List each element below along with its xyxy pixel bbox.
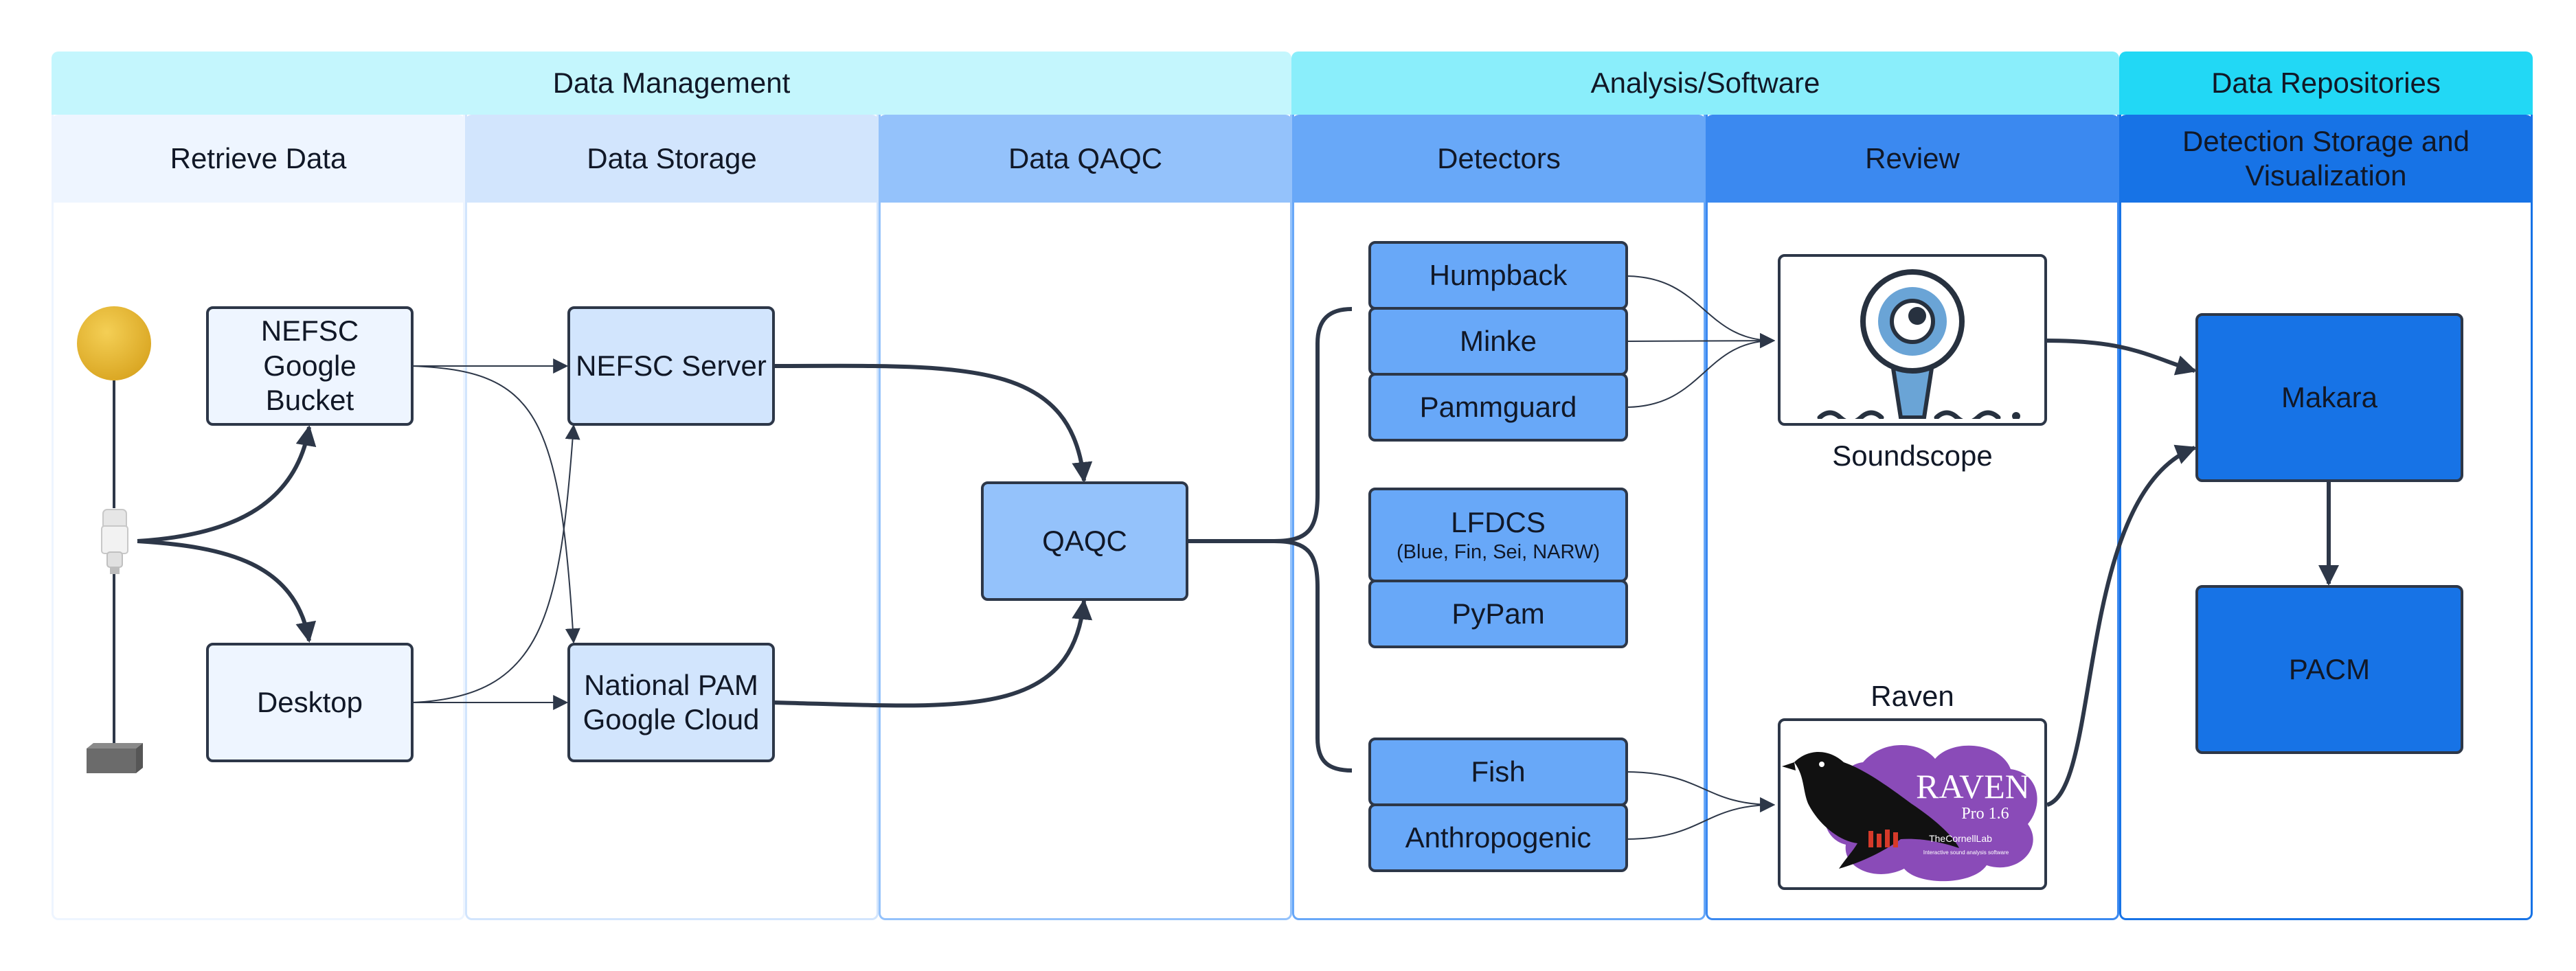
node-pammguard[interactable]: Pammguard [1368, 373, 1628, 442]
lane-data-storage-header: Data Storage [465, 115, 879, 203]
node-nefsc-server[interactable]: NEFSC Server [567, 306, 775, 426]
lane-data-qaqc-header: Data QAQC [879, 115, 1292, 203]
node-fish[interactable]: Fish [1368, 738, 1628, 806]
lane-detectors-header: Detectors [1292, 115, 1706, 203]
lane-review-header: Review [1706, 115, 2119, 203]
lane-review-title: Review [1865, 141, 1960, 174]
hydrophone-icon [101, 509, 128, 574]
node-humpback[interactable]: Humpback [1368, 241, 1628, 310]
edge-qaqc-bracket [1188, 307, 1353, 773]
raven-logo: RAVEN Pro 1.6 TheCornellLab Interactive … [1782, 745, 2037, 882]
lane-retrieve-data-title: Retrieve Data [170, 141, 347, 174]
buoy-icon [77, 306, 151, 380]
node-anthropogenic-label: Anthropogenic [1405, 821, 1592, 854]
raven-logo-tagline: Interactive sound analysis software [1923, 849, 2009, 856]
node-nefsc-google-bucket[interactable]: NEFSC Google Bucket [206, 306, 414, 426]
node-nefsc-server-label: NEFSC Server [576, 349, 767, 382]
node-humpback-label: Humpback [1429, 258, 1568, 291]
anchor-icon [87, 743, 143, 773]
node-pypam-label: PyPam [1451, 597, 1545, 630]
edge-soundscope-makara [2046, 339, 2197, 376]
soundscope-caption: Soundscope [1832, 439, 1993, 472]
edge-hydrophone-desktop [137, 539, 317, 643]
edge-national-qaqc [773, 599, 1093, 708]
node-lfdcs-label: LFDCS [1451, 506, 1546, 539]
edge-anthropogenic-raven [1625, 797, 1776, 840]
node-desktop-label: Desktop [256, 685, 363, 718]
node-lfdcs[interactable]: LFDCS (Blue, Fin, Sei, NARW) [1368, 488, 1628, 582]
raven-logo-lab: TheCornellLab [1929, 833, 1992, 844]
node-soundscope[interactable] [1778, 254, 2047, 426]
node-pacm[interactable]: PACM [2195, 585, 2463, 754]
edge-bucket-national [411, 365, 580, 644]
raven-bird-icon [1782, 752, 1959, 869]
node-pypam[interactable]: PyPam [1368, 580, 1628, 648]
edge-humpback-soundscope [1625, 275, 1776, 348]
edge-desktop-server [411, 424, 580, 703]
lane-detectors-title: Detectors [1437, 141, 1561, 174]
edge-raven-makara [2046, 444, 2197, 807]
node-makara[interactable]: Makara [2195, 313, 2463, 482]
edge-pammguard-soundscope [1625, 333, 1776, 408]
node-qaqc-label: QAQC [1042, 524, 1127, 557]
lane-retrieve-data [52, 115, 465, 920]
edge-server-qaqc [773, 363, 1093, 483]
lane-detection-storage-title: Detection Storage and Visualization [2182, 124, 2470, 192]
lane-data-qaqc-title: Data QAQC [1008, 141, 1163, 174]
node-pammguard-label: Pammguard [1419, 390, 1577, 423]
group-data-repositories-label: Data Repositories [2211, 67, 2441, 99]
node-national-pam-label: National PAM Google Cloud [583, 668, 760, 735]
lane-data-storage [465, 115, 879, 920]
lane-review [1706, 115, 2119, 920]
group-analysis-software-label: Analysis/Software [1590, 67, 1820, 99]
group-data-repositories: Data Repositories [2119, 52, 2533, 115]
lane-data-storage-title: Data Storage [587, 141, 757, 174]
node-qaqc[interactable]: QAQC [981, 481, 1188, 601]
node-minke-label: Minke [1459, 324, 1537, 357]
node-national-pam-google-cloud[interactable]: National PAM Google Cloud [567, 643, 775, 762]
node-fish-label: Fish [1471, 755, 1526, 788]
lane-detection-storage-header: Detection Storage and Visualization [2119, 115, 2533, 203]
lane-detection-storage [2119, 115, 2533, 920]
node-anthropogenic[interactable]: Anthropogenic [1368, 803, 1628, 872]
node-lfdcs-species: (Blue, Fin, Sei, NARW) [1397, 540, 1600, 563]
lane-data-qaqc [879, 115, 1292, 920]
raven-caption: Raven [1871, 680, 1954, 712]
node-nefsc-google-bucket-label: NEFSC Google Bucket [260, 315, 359, 417]
raven-logo-title: RAVEN [1916, 767, 2030, 806]
soundscope-icon [1817, 269, 2020, 419]
edge-fish-raven [1625, 771, 1776, 812]
lane-retrieve-data-header: Retrieve Data [52, 115, 465, 203]
node-desktop[interactable]: Desktop [206, 643, 414, 762]
node-makara-label: Makara [2281, 380, 2378, 413]
node-pacm-label: PACM [2288, 652, 2371, 685]
mooring-illustration [77, 306, 151, 773]
group-data-management: Data Management [52, 52, 1291, 115]
group-data-management-label: Data Management [552, 67, 791, 99]
node-minke[interactable]: Minke [1368, 307, 1628, 376]
group-analysis-software: Analysis/Software [1291, 52, 2119, 115]
raven-logo-version: Pro 1.6 [1961, 805, 2009, 823]
node-raven[interactable]: RAVEN Pro 1.6 TheCornellLab Interactive … [1778, 718, 2047, 890]
lane-detectors [1292, 115, 1706, 920]
edge-hydrophone-bucket [137, 425, 317, 543]
